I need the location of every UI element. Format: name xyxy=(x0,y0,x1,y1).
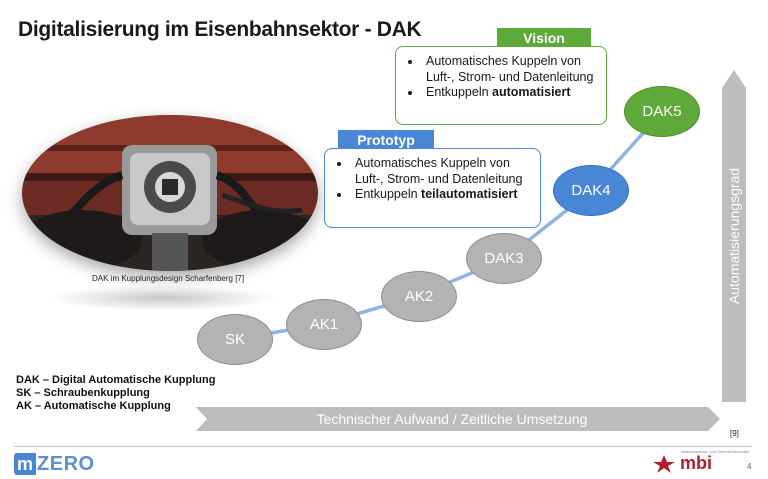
reference-label: [9] xyxy=(730,429,739,438)
legend-item-ak: AK – Automatische Kupplung xyxy=(16,400,171,412)
horizontal-axis-label: Technischer Aufwand / Zeitliche Umsetzun… xyxy=(316,411,588,427)
prototype-item: Automatisches Kuppeln von Luft-, Strom- … xyxy=(351,156,532,187)
stage-node-ak2: AK2 xyxy=(381,271,457,322)
photo-shadow xyxy=(48,285,278,311)
abbreviation-legend: DAK – Digital Automatische Kupplung SK –… xyxy=(16,374,215,413)
horizontal-axis-arrow xyxy=(196,407,720,431)
stage-node-sk: SK xyxy=(197,314,273,365)
legend-item-dak: DAK – Digital Automatische Kupplung xyxy=(16,374,216,386)
mbi-logo-text: mbi xyxy=(680,453,713,473)
stage-node-dak3: DAK3 xyxy=(466,233,542,284)
mbi-logo: mbi xyxy=(651,453,712,474)
prototype-item-uncoupling: Entkuppeln teilautomatisiert xyxy=(351,187,532,203)
legend-item-sk: SK – Schraubenkupplung xyxy=(16,387,150,399)
photo-caption: DAK im Kupplungsdesign Scharfenberg [7] xyxy=(92,274,245,283)
vision-tag: Vision xyxy=(497,28,591,49)
prototype-card: Automatisches Kuppeln von Luft-, Strom- … xyxy=(324,148,541,228)
mzero-logo-text: ZERO xyxy=(37,452,95,475)
stage-node-dak5: DAK5 xyxy=(624,86,700,137)
stage-node-ak1: AK1 xyxy=(286,299,362,350)
mbi-logo-icon xyxy=(653,454,675,473)
vision-item-uncoupling: Entkuppeln automatisiert xyxy=(422,85,598,101)
mzero-logo: m ZERO xyxy=(14,452,95,476)
footer-divider xyxy=(14,446,752,447)
stage-node-dak4: DAK4 xyxy=(553,165,629,216)
vision-item: Automatisches Kuppeln von Luft-, Strom- … xyxy=(422,54,598,85)
slide-title: Digitalisierung im Eisenbahnsektor - DAK xyxy=(18,18,422,41)
mzero-logo-m: m xyxy=(14,453,37,475)
page-number: 4 xyxy=(747,462,752,471)
prototype-tag: Prototyp xyxy=(338,130,434,151)
vertical-axis-label: Automatisierungsgrad xyxy=(726,167,742,305)
vision-card: Automatisches Kuppeln von Luft-, Strom- … xyxy=(395,46,607,125)
vertical-axis-arrow xyxy=(722,70,746,402)
mbi-tagline: Maschinenbau- und Betriebsinformatik xyxy=(681,449,750,454)
